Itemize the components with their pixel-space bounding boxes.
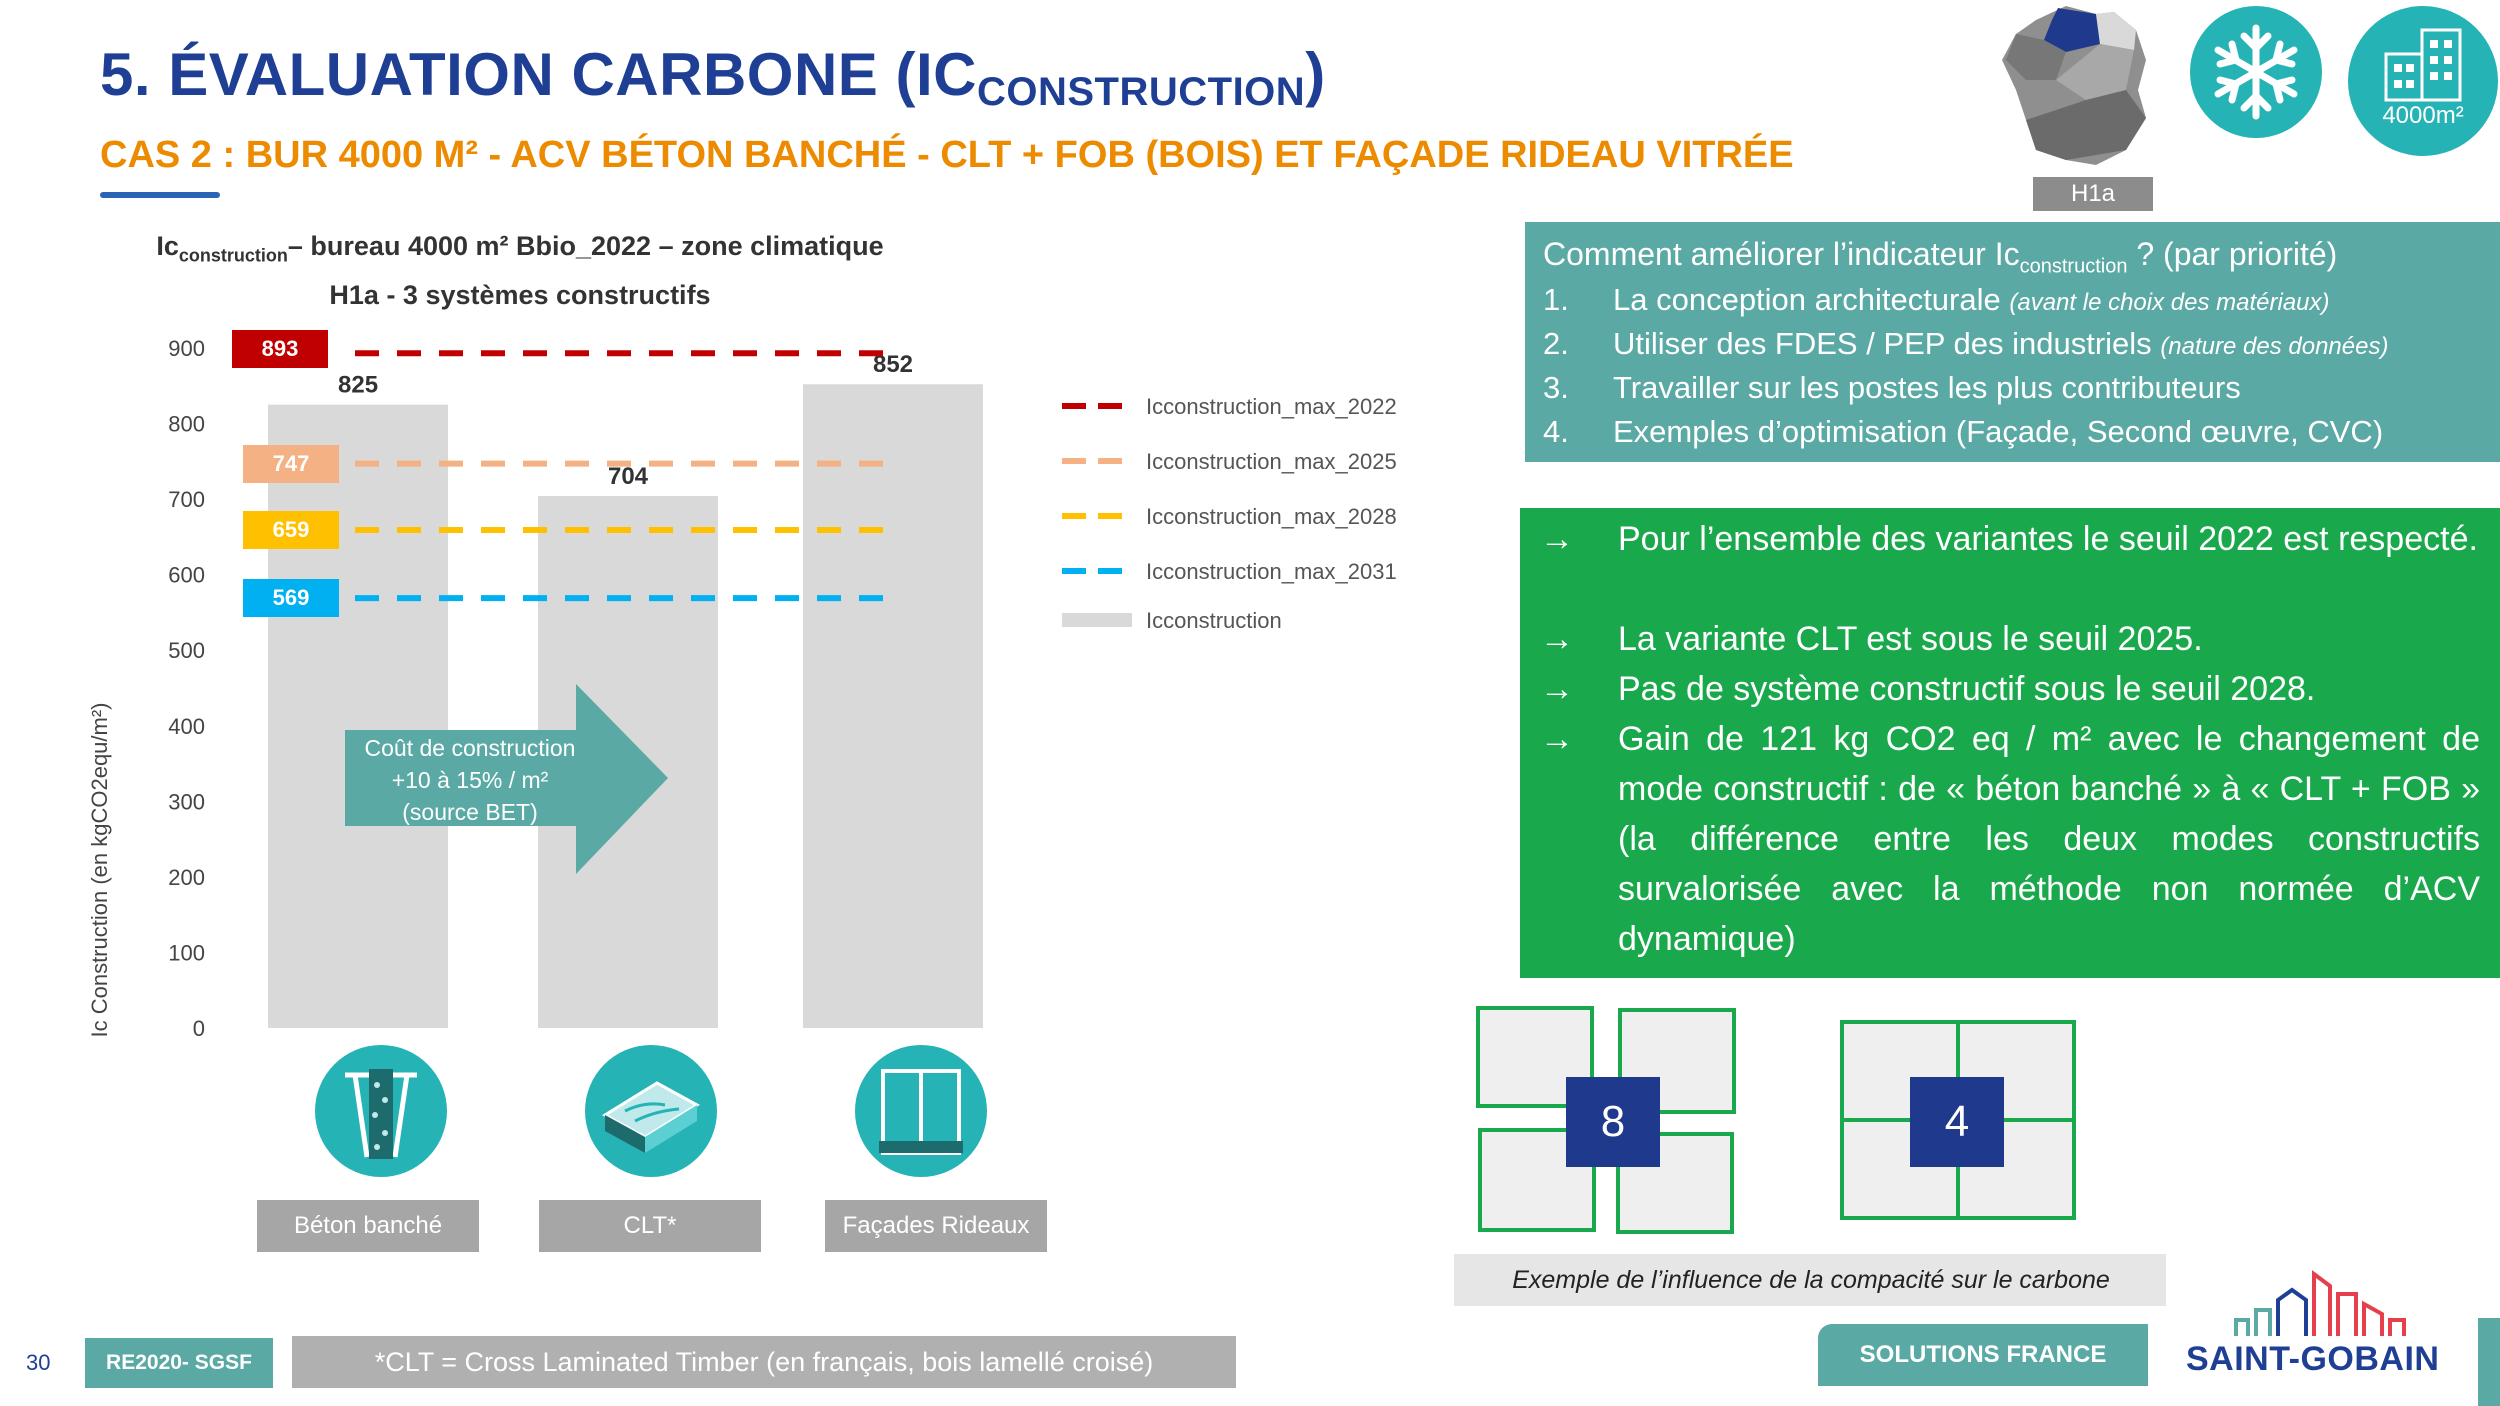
y-tick-label: 400 xyxy=(168,714,205,739)
carbon-bar-chart: 0100200300400500600700800900825704852Icc… xyxy=(168,336,1397,1041)
zone-label: H1a xyxy=(2033,177,2153,211)
building-size-label: 4000m² xyxy=(2382,102,2464,129)
threshold-value-box: 893 xyxy=(232,330,328,369)
office-building-icon xyxy=(2384,28,2462,102)
snowflake-icon xyxy=(2214,24,2298,120)
brand-name: SAINT-GOBAIN xyxy=(2186,1340,2440,1378)
finding-item: →Pour l’ensemble des variantes le seuil … xyxy=(1540,520,2478,558)
corner-accent xyxy=(2478,1318,2500,1406)
y-tick-label: 600 xyxy=(168,563,205,588)
threshold-value-box: 659 xyxy=(243,511,339,550)
improvement-item: 4.Exemples d’optimisation (Façade, Secon… xyxy=(1543,414,2384,449)
page-number: 30 xyxy=(26,1350,51,1375)
title-underline xyxy=(100,192,220,198)
finding-item: →Gain de 121 kg CO2 eq / m² avec le chan… xyxy=(1540,720,2480,958)
curtain-wall-icon xyxy=(855,1045,987,1177)
y-tick-label: 300 xyxy=(168,789,205,814)
improvement-title: Comment améliorer l’indicateur Icconstru… xyxy=(1543,236,2338,278)
y-tick-label: 800 xyxy=(168,412,205,437)
logo-skyline-icon xyxy=(2234,1270,2406,1336)
concrete-wall-icon xyxy=(315,1045,447,1177)
bar-3 xyxy=(803,384,983,1029)
legend-label: Icconstruction xyxy=(1146,608,1282,633)
y-tick-label: 900 xyxy=(168,336,205,361)
y-tick-label: 500 xyxy=(168,638,205,663)
footnote: *CLT = Cross Laminated Timber (en frança… xyxy=(292,1336,1236,1388)
compacity-value-right: 4 xyxy=(1910,1077,2004,1167)
france-map-icon xyxy=(2002,6,2146,165)
page-title: 5. ÉVALUATION CARBONE (ICCONSTRUCTION) xyxy=(100,41,1326,114)
y-tick-label: 0 xyxy=(193,1016,205,1041)
bar-1 xyxy=(268,404,448,1028)
chart-title: Icconstruction– bureau 4000 m² Bbio_2022… xyxy=(156,231,884,311)
category-label-beton: Béton banché xyxy=(257,1200,479,1252)
legend-swatch xyxy=(1062,613,1132,627)
threshold-value-box: 747 xyxy=(243,444,339,483)
improvement-box: Comment améliorer l’indicateur Icconstru… xyxy=(1525,222,2500,462)
solutions-france-tag: SOLUTIONS FRANCE xyxy=(1818,1324,2148,1386)
category-label-facades: Façades Rideaux xyxy=(825,1200,1047,1252)
category-label-clt: CLT* xyxy=(539,1200,761,1252)
legend-label: Icconstruction_max_2028 xyxy=(1146,504,1397,529)
finding-item: →Pas de système constructif sous le seui… xyxy=(1540,670,2316,708)
legend-label: Icconstruction_max_2031 xyxy=(1146,559,1397,584)
cost-arrow-shape xyxy=(345,684,668,874)
improvement-item: 2.Utiliser des FDES / PEP des industriel… xyxy=(1543,326,2389,361)
compacity-illustration xyxy=(1476,1006,2076,1234)
bar-value-label: 704 xyxy=(608,463,649,490)
improvement-item: 3.Travailler sur les postes les plus con… xyxy=(1543,370,2241,405)
improvement-item: 1.La conception architecturale (avant le… xyxy=(1543,282,2330,317)
saint-gobain-logo: SAINT-GOBAIN xyxy=(2166,1240,2470,1406)
findings-box: →Pour l’ensemble des variantes le seuil … xyxy=(1520,508,2500,978)
building-size-badge: 4000m² xyxy=(2348,6,2498,156)
cost-annotation: Coût de construction +10 à 15% / m² (sou… xyxy=(364,735,576,825)
compacity-value-left: 8 xyxy=(1566,1077,1660,1167)
legend-label: Icconstruction_max_2025 xyxy=(1146,449,1397,474)
y-tick-label: 100 xyxy=(168,940,205,965)
page-subtitle: CAS 2 : BUR 4000 M² - ACV BÉTON BANCHÉ -… xyxy=(100,134,1794,176)
compacity-caption: Exemple de l’influence de la compacité s… xyxy=(1454,1254,2168,1306)
clt-timber-icon xyxy=(585,1045,717,1177)
legend-label: Icconstruction_max_2022 xyxy=(1146,394,1397,419)
finding-item: →La variante CLT est sous le seuil 2025. xyxy=(1540,620,2203,658)
y-tick-label: 700 xyxy=(168,487,205,512)
climate-icon-circle xyxy=(2190,6,2322,138)
threshold-value-box: 569 xyxy=(243,579,339,618)
document-tag: RE2020- SGSF xyxy=(85,1338,273,1388)
y-tick-label: 200 xyxy=(168,865,205,890)
bar-value-label: 825 xyxy=(338,372,378,399)
